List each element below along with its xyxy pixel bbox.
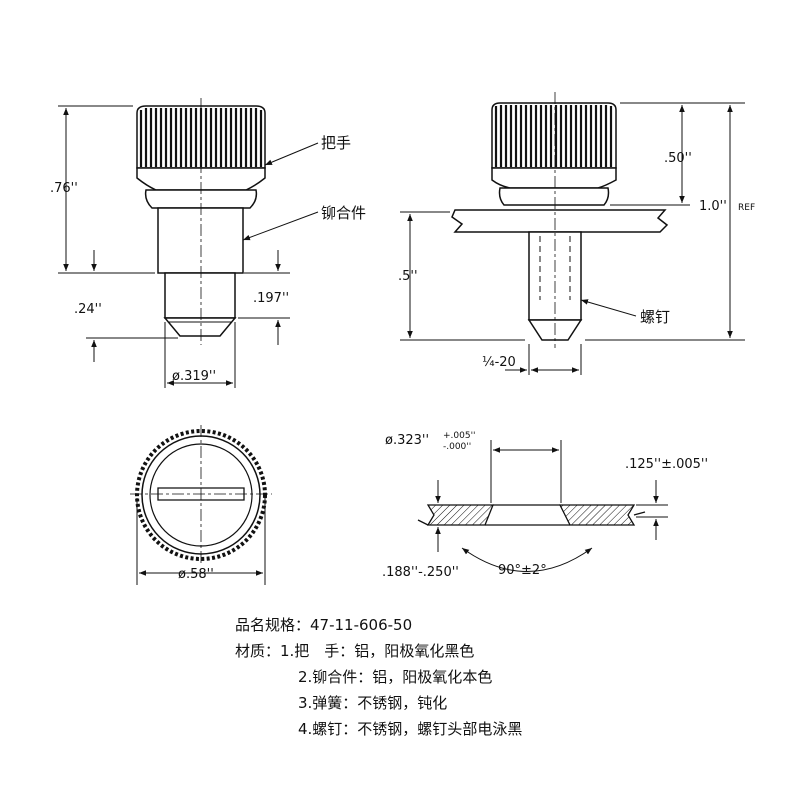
- side-dim-handle: .50'': [664, 151, 692, 166]
- front-rivet-body: [157, 207, 244, 274]
- spec-line-1: 品名规格：47-11-606-50: [235, 616, 413, 634]
- spec-line-3: 2.铆合件：铝，阳极氧化本色: [298, 668, 493, 686]
- hole-dim-depth: .125''±.005'': [625, 457, 708, 472]
- top-dim-dia: ø.58'': [178, 567, 214, 582]
- spec-line-5: 4.螺钉：不锈钢，螺钉头部电泳黑: [298, 720, 523, 738]
- front-dim-height: .76'': [50, 181, 78, 196]
- side-view: [451, 92, 669, 348]
- side-dim-total-suffix: REF: [738, 203, 755, 213]
- side-dim-thread: ¼-20: [482, 355, 516, 370]
- spec-line-2: 材质：1.把 手：铝，阳极氧化黑色: [235, 642, 475, 660]
- side-dimensions: [400, 102, 745, 375]
- side-panel: [451, 209, 669, 233]
- front-dim-dia: ø.319'': [172, 369, 216, 384]
- front-dim-tip: .24'': [74, 302, 102, 317]
- hole-dimensions: [435, 440, 668, 572]
- callout-screw: 螺钉: [640, 308, 670, 326]
- hole-detail: [417, 504, 646, 526]
- side-knurl-handle: [491, 102, 617, 206]
- front-pin: [164, 272, 236, 319]
- front-dimensions: [58, 105, 319, 388]
- top-view: [130, 425, 272, 565]
- hole-section-left: [426, 504, 494, 526]
- front-view: [136, 98, 266, 345]
- hole-dim-dia: ø.323'': [385, 433, 429, 448]
- hole-dim-angle: 90°±2°: [498, 563, 547, 578]
- spec-line-4: 3.弹簧：不锈钢，钝化: [298, 694, 448, 712]
- front-dim-pin: .197'': [253, 291, 289, 306]
- hole-tol-upper: +.005'': [443, 431, 476, 441]
- side-dim-shank: .5'': [398, 269, 418, 284]
- hole-dim-thickness: .188''-.250'': [382, 565, 459, 580]
- hole-section-right: [558, 504, 636, 526]
- top-knurl-ring: [135, 429, 267, 561]
- top-dimensions: [136, 498, 266, 585]
- callout-handle: 把手: [321, 134, 351, 152]
- side-dim-total: 1.0'': [699, 199, 727, 214]
- front-pin-tip: [163, 317, 237, 337]
- hole-tol-lower: -.000'': [443, 442, 471, 452]
- callout-rivet-body: 铆合件: [321, 204, 366, 222]
